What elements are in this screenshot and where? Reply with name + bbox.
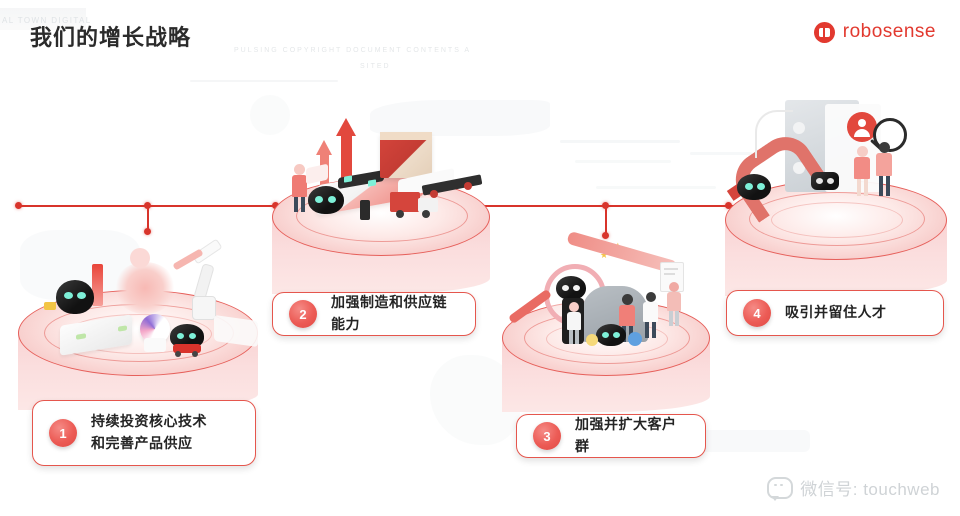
timeline-node-1-end <box>144 228 151 235</box>
watermark-text: 微信号: touchweb <box>800 480 940 499</box>
step-number-2: 2 <box>289 300 317 328</box>
robot-head-icon-3 <box>596 324 626 346</box>
step-number-1: 1 <box>49 419 77 447</box>
step-card-1[interactable]: 1 持续投资核心技术 和完善产品供应 <box>32 400 256 466</box>
pedestal-step-2 <box>272 178 490 294</box>
customer-icon-3 <box>642 292 659 338</box>
data-bloom-icon <box>114 262 176 314</box>
step-label-1-line-2: 和完善产品供应 <box>91 435 193 451</box>
star-icon-3: ★ <box>600 250 609 260</box>
timeline-node-1 <box>144 202 151 209</box>
brand-logo-text: robosense <box>842 21 936 42</box>
user-badge-icon <box>847 112 877 142</box>
robosense-logo-icon <box>813 21 835 43</box>
timeline-node-3 <box>602 202 609 209</box>
timeline-node-3-end <box>602 232 609 239</box>
worker-icon <box>290 164 308 212</box>
step-label-1-line-1: 持续投资核心技术 <box>91 413 207 430</box>
watermark: 微信号: touchweb <box>767 475 940 501</box>
pedestal-step-3 <box>502 300 710 412</box>
illustration-step-3: ★ ★ ★ <box>500 230 715 346</box>
step-label-3: 加强并扩大客户群 <box>575 416 677 454</box>
sensor-icon <box>811 172 839 190</box>
candidate-icon <box>875 142 893 196</box>
illustration-step-2 <box>272 118 490 220</box>
illustration-step-1 <box>18 238 258 357</box>
step-label-4: 吸引并留住人才 <box>785 304 887 321</box>
recruiter-icon <box>853 146 871 196</box>
page-title: 我们的增长战略 <box>30 25 192 50</box>
lidar-device-icon <box>737 174 771 200</box>
delivery-truck-icon <box>390 192 420 212</box>
illustration-step-4 <box>724 100 947 223</box>
brand-logo: robosense <box>813 21 936 43</box>
robot-head-icon <box>56 280 94 314</box>
step-label-2: 加强制造和供应链能力 <box>331 294 447 332</box>
timeline-node-start <box>15 202 22 209</box>
customer-icon-4 <box>666 282 682 326</box>
step-card-3[interactable]: 3 加强并扩大客户群 <box>516 414 706 458</box>
step-number-3: 3 <box>533 422 561 450</box>
lidar-beam-icon <box>92 264 103 306</box>
lidar-sensor-icon <box>60 314 132 356</box>
wechat-bubble-icon <box>767 476 794 501</box>
step-card-2[interactable]: 2 加强制造和供应链能力 <box>272 292 476 336</box>
step-number-4: 4 <box>743 299 771 327</box>
timeline-node-4 <box>725 202 732 209</box>
robot-arm-icon <box>168 238 224 320</box>
step-card-4[interactable]: 4 吸引并留住人才 <box>726 290 944 336</box>
lidar-unit-icon <box>308 186 344 214</box>
growth-arrow-icon <box>336 118 356 188</box>
customer-icon <box>566 302 582 344</box>
